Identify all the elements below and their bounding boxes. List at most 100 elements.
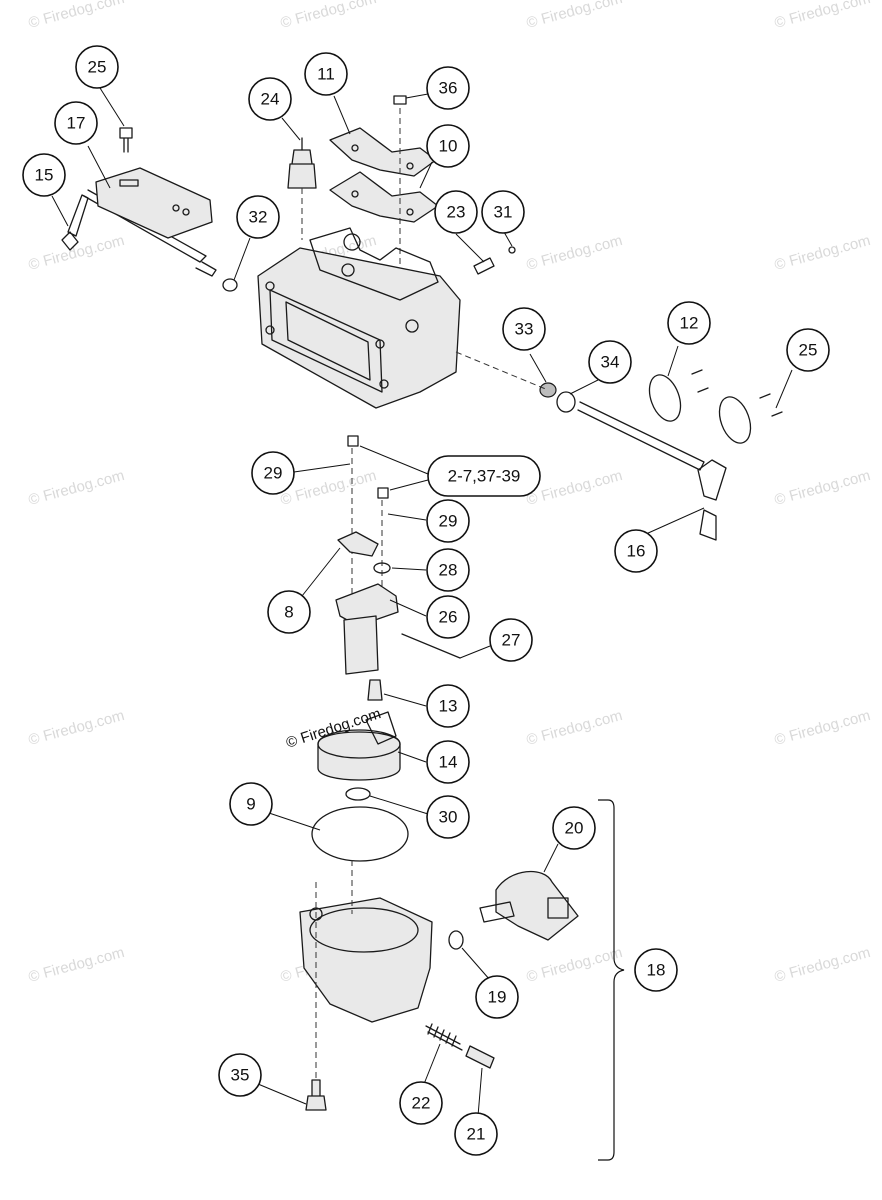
- gasket-9-drawing: [311, 806, 409, 862]
- leader: [477, 1067, 483, 1117]
- callout-label: 20: [565, 819, 584, 838]
- needle-13-drawing: [367, 679, 383, 701]
- leader: [423, 1043, 441, 1085]
- callout: 12: [667, 301, 711, 345]
- callout-label: 14: [439, 753, 458, 772]
- body-bolt: [265, 325, 275, 335]
- leader: [333, 95, 351, 135]
- leader: [667, 345, 679, 377]
- callout-label: 9: [246, 795, 255, 814]
- watermark: © Firedog.com: [27, 467, 127, 509]
- leader: [301, 547, 341, 597]
- callout-label: 33: [515, 320, 534, 339]
- callout-label: 35: [231, 1066, 250, 1085]
- watermark: © Firedog.com: [525, 0, 625, 32]
- parts-drawing: [61, 95, 783, 1111]
- callout-label: 25: [799, 341, 818, 360]
- screw-21-drawing: [465, 1045, 495, 1069]
- callout-label: 34: [601, 353, 620, 372]
- leader-lines: [51, 87, 793, 1117]
- callout-label: 17: [67, 114, 86, 133]
- screw-23-drawing: [473, 257, 495, 275]
- leader: [51, 195, 69, 227]
- solenoid-stem: [479, 901, 515, 923]
- callout: 36: [426, 66, 470, 110]
- solenoid-20-drawing: [495, 870, 579, 941]
- leader: [87, 145, 111, 189]
- callout: 34: [588, 340, 632, 384]
- callout-label: 29: [439, 512, 458, 531]
- callout: 29: [426, 499, 470, 543]
- callout: 32: [236, 195, 280, 239]
- float-14-tab: [365, 711, 397, 745]
- body-bolt: [379, 379, 389, 389]
- watermark: © Firedog.com: [525, 232, 625, 274]
- float-bowl-drawing: [299, 897, 433, 1023]
- leader: [359, 445, 429, 475]
- leader: [543, 843, 559, 873]
- callout-label: 15: [35, 166, 54, 185]
- gasket-hole: [406, 208, 414, 216]
- washer-32-drawing: [222, 278, 238, 292]
- float-bowl-rim: [309, 907, 419, 953]
- leader: [99, 87, 125, 127]
- watermark: © Firedog.com: [773, 467, 873, 509]
- solenoid-connector: [547, 897, 569, 919]
- jet-drawing: [347, 435, 359, 447]
- body-bolt: [265, 281, 275, 291]
- callout-label: 18: [647, 961, 666, 980]
- callout-label: 21: [467, 1125, 486, 1144]
- callout-label: 22: [412, 1094, 431, 1113]
- watermark: © Firedog.com: [27, 707, 127, 749]
- body-port: [405, 319, 419, 333]
- callout: 25: [786, 328, 830, 372]
- callout: 35: [218, 1053, 262, 1097]
- throttle-plate-25-drawing: [718, 396, 752, 444]
- body-bolt: [375, 339, 385, 349]
- watermark: © Firedog.com: [525, 707, 625, 749]
- washer-34-drawing: [556, 391, 576, 413]
- body-flange: [269, 289, 383, 393]
- leader: [293, 463, 351, 473]
- carburetor-body-drawing: [257, 247, 461, 409]
- callout-label: 10: [439, 137, 458, 156]
- needle-24-drawing: [287, 149, 317, 189]
- float-arm-8-drawing: [337, 531, 379, 557]
- callout: 29: [251, 451, 295, 495]
- callout: 33: [502, 307, 546, 351]
- leader: [389, 599, 427, 617]
- callout-label: 26: [439, 608, 458, 627]
- callout: 18: [634, 948, 678, 992]
- screw-36-drawing: [393, 95, 407, 105]
- callouts: 25 17 15 24 11 36 10 32 23 31 12 33 34 2…: [22, 45, 830, 1156]
- leader: [257, 1083, 307, 1105]
- callout-label: 2-7,37-39: [448, 467, 521, 486]
- o-ring-19-drawing: [448, 930, 464, 950]
- callout: 11: [304, 52, 348, 96]
- leader: [387, 513, 427, 521]
- callout: 25: [75, 45, 119, 89]
- plate-slot-drawing: [119, 179, 139, 187]
- callout-label: 19: [488, 988, 507, 1007]
- plate-screw-drawing: [691, 369, 783, 417]
- callout-label: 28: [439, 561, 458, 580]
- callout-label: 29: [264, 464, 283, 483]
- watermark: © Firedog.com: [27, 232, 127, 274]
- float-26-drawing: [343, 615, 379, 675]
- leader: [389, 479, 429, 491]
- gasket-hole: [351, 190, 359, 198]
- callout: 8: [267, 590, 311, 634]
- float-14-drawing: [317, 731, 401, 781]
- callout-label: 36: [439, 79, 458, 98]
- watermark: © Firedog.com: [525, 944, 625, 986]
- watermark: © Firedog.com: [773, 707, 873, 749]
- callout: 24: [248, 77, 292, 121]
- choke-lever-16: [697, 459, 727, 541]
- leader: [281, 117, 301, 141]
- callout-label: 25: [88, 58, 107, 77]
- seal-33-drawing: [539, 382, 557, 398]
- callout: 26: [426, 595, 470, 639]
- watermark: © Firedog.com: [279, 0, 379, 32]
- spring-22-drawing: [425, 1023, 463, 1051]
